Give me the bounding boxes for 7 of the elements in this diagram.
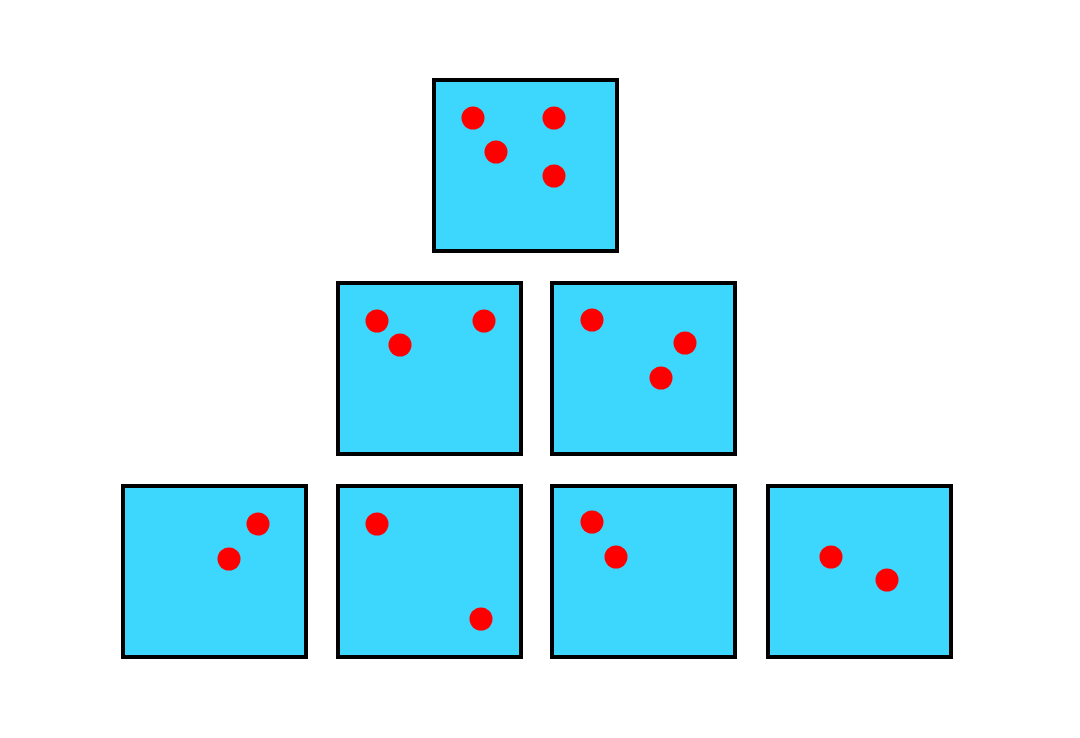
dot-card (432, 78, 619, 253)
dot-card (550, 281, 737, 456)
dot-card (766, 484, 953, 659)
dot-card (336, 484, 523, 659)
dot-card (550, 484, 737, 659)
dot-card (336, 281, 523, 456)
dot-card (121, 484, 308, 659)
